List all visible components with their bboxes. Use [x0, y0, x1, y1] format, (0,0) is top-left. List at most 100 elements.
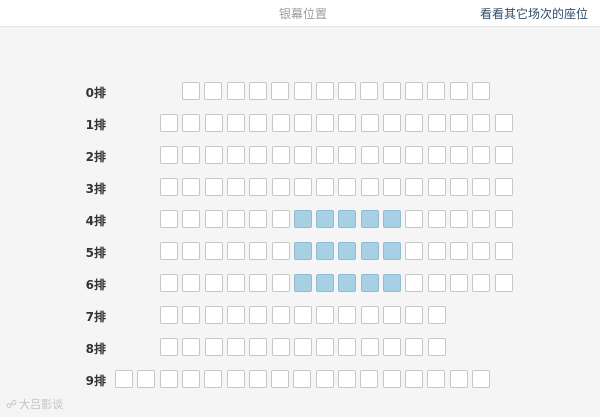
other-shows-link[interactable]: 看看其它场次的座位 — [479, 7, 588, 21]
seat[interactable] — [182, 178, 200, 196]
seat[interactable] — [495, 178, 513, 196]
seat[interactable] — [405, 338, 423, 356]
seat[interactable] — [272, 242, 290, 260]
seat[interactable] — [405, 370, 423, 388]
seat[interactable] — [428, 274, 446, 292]
seat[interactable] — [182, 82, 200, 100]
seat[interactable] — [115, 370, 133, 388]
seat[interactable] — [294, 178, 312, 196]
seat[interactable] — [160, 338, 178, 356]
seat-selected[interactable] — [383, 274, 401, 292]
seat[interactable] — [249, 338, 267, 356]
seat[interactable] — [271, 370, 289, 388]
seat[interactable] — [137, 370, 155, 388]
seat-selected[interactable] — [294, 274, 312, 292]
seat[interactable] — [182, 210, 200, 228]
seat[interactable] — [249, 114, 267, 132]
seat[interactable] — [316, 82, 334, 100]
seat[interactable] — [428, 210, 446, 228]
seat[interactable] — [427, 370, 445, 388]
seat-selected[interactable] — [338, 242, 356, 260]
seat[interactable] — [427, 82, 445, 100]
seat[interactable] — [338, 114, 356, 132]
seat[interactable] — [495, 242, 513, 260]
seat[interactable] — [405, 306, 423, 324]
seat-selected[interactable] — [383, 242, 401, 260]
seat[interactable] — [249, 82, 267, 100]
seat[interactable] — [360, 82, 378, 100]
seat[interactable] — [405, 82, 423, 100]
seat[interactable] — [428, 338, 446, 356]
seat[interactable] — [338, 82, 356, 100]
seat[interactable] — [205, 178, 223, 196]
seat[interactable] — [160, 114, 178, 132]
seat[interactable] — [227, 370, 245, 388]
seat[interactable] — [405, 274, 423, 292]
seat[interactable] — [472, 274, 490, 292]
seat[interactable] — [316, 178, 334, 196]
seat[interactable] — [428, 306, 446, 324]
seat[interactable] — [160, 306, 178, 324]
seat[interactable] — [338, 306, 356, 324]
seat[interactable] — [294, 114, 312, 132]
seat[interactable] — [361, 338, 379, 356]
seat[interactable] — [383, 178, 401, 196]
seat[interactable] — [383, 114, 401, 132]
seat[interactable] — [205, 146, 223, 164]
seat[interactable] — [227, 114, 245, 132]
seat[interactable] — [361, 146, 379, 164]
seat[interactable] — [205, 114, 223, 132]
seat[interactable] — [338, 338, 356, 356]
seat[interactable] — [294, 306, 312, 324]
seat[interactable] — [316, 146, 334, 164]
seat-selected[interactable] — [316, 242, 334, 260]
seat[interactable] — [405, 210, 423, 228]
seat[interactable] — [405, 178, 423, 196]
seat[interactable] — [472, 242, 490, 260]
seat[interactable] — [495, 210, 513, 228]
seat[interactable] — [361, 178, 379, 196]
seat[interactable] — [294, 146, 312, 164]
seat[interactable] — [249, 306, 267, 324]
seat[interactable] — [294, 338, 312, 356]
seat[interactable] — [405, 114, 423, 132]
seat[interactable] — [205, 242, 223, 260]
seat-selected[interactable] — [316, 210, 334, 228]
seat[interactable] — [249, 178, 267, 196]
seat[interactable] — [383, 146, 401, 164]
seat[interactable] — [316, 338, 334, 356]
seat[interactable] — [160, 210, 178, 228]
seat-selected[interactable] — [383, 210, 401, 228]
seat[interactable] — [160, 178, 178, 196]
seat[interactable] — [272, 146, 290, 164]
seat-selected[interactable] — [316, 274, 334, 292]
seat[interactable] — [204, 370, 222, 388]
seat[interactable] — [227, 82, 245, 100]
seat[interactable] — [428, 114, 446, 132]
seat[interactable] — [272, 306, 290, 324]
seat[interactable] — [428, 242, 446, 260]
seat[interactable] — [383, 306, 401, 324]
seat-selected[interactable] — [338, 210, 356, 228]
seat[interactable] — [293, 370, 311, 388]
seat[interactable] — [495, 114, 513, 132]
seat[interactable] — [249, 210, 267, 228]
seat[interactable] — [160, 146, 178, 164]
seat[interactable] — [205, 338, 223, 356]
seat[interactable] — [205, 210, 223, 228]
seat[interactable] — [227, 210, 245, 228]
seat[interactable] — [472, 146, 490, 164]
seat[interactable] — [338, 146, 356, 164]
seat-selected[interactable] — [294, 242, 312, 260]
seat[interactable] — [472, 370, 490, 388]
seat[interactable] — [182, 242, 200, 260]
seat[interactable] — [294, 82, 312, 100]
seat[interactable] — [405, 146, 423, 164]
seat[interactable] — [249, 242, 267, 260]
seat-selected[interactable] — [294, 210, 312, 228]
seat[interactable] — [472, 178, 490, 196]
seat[interactable] — [272, 274, 290, 292]
seat[interactable] — [272, 210, 290, 228]
seat-selected[interactable] — [361, 242, 379, 260]
seat[interactable] — [271, 82, 289, 100]
